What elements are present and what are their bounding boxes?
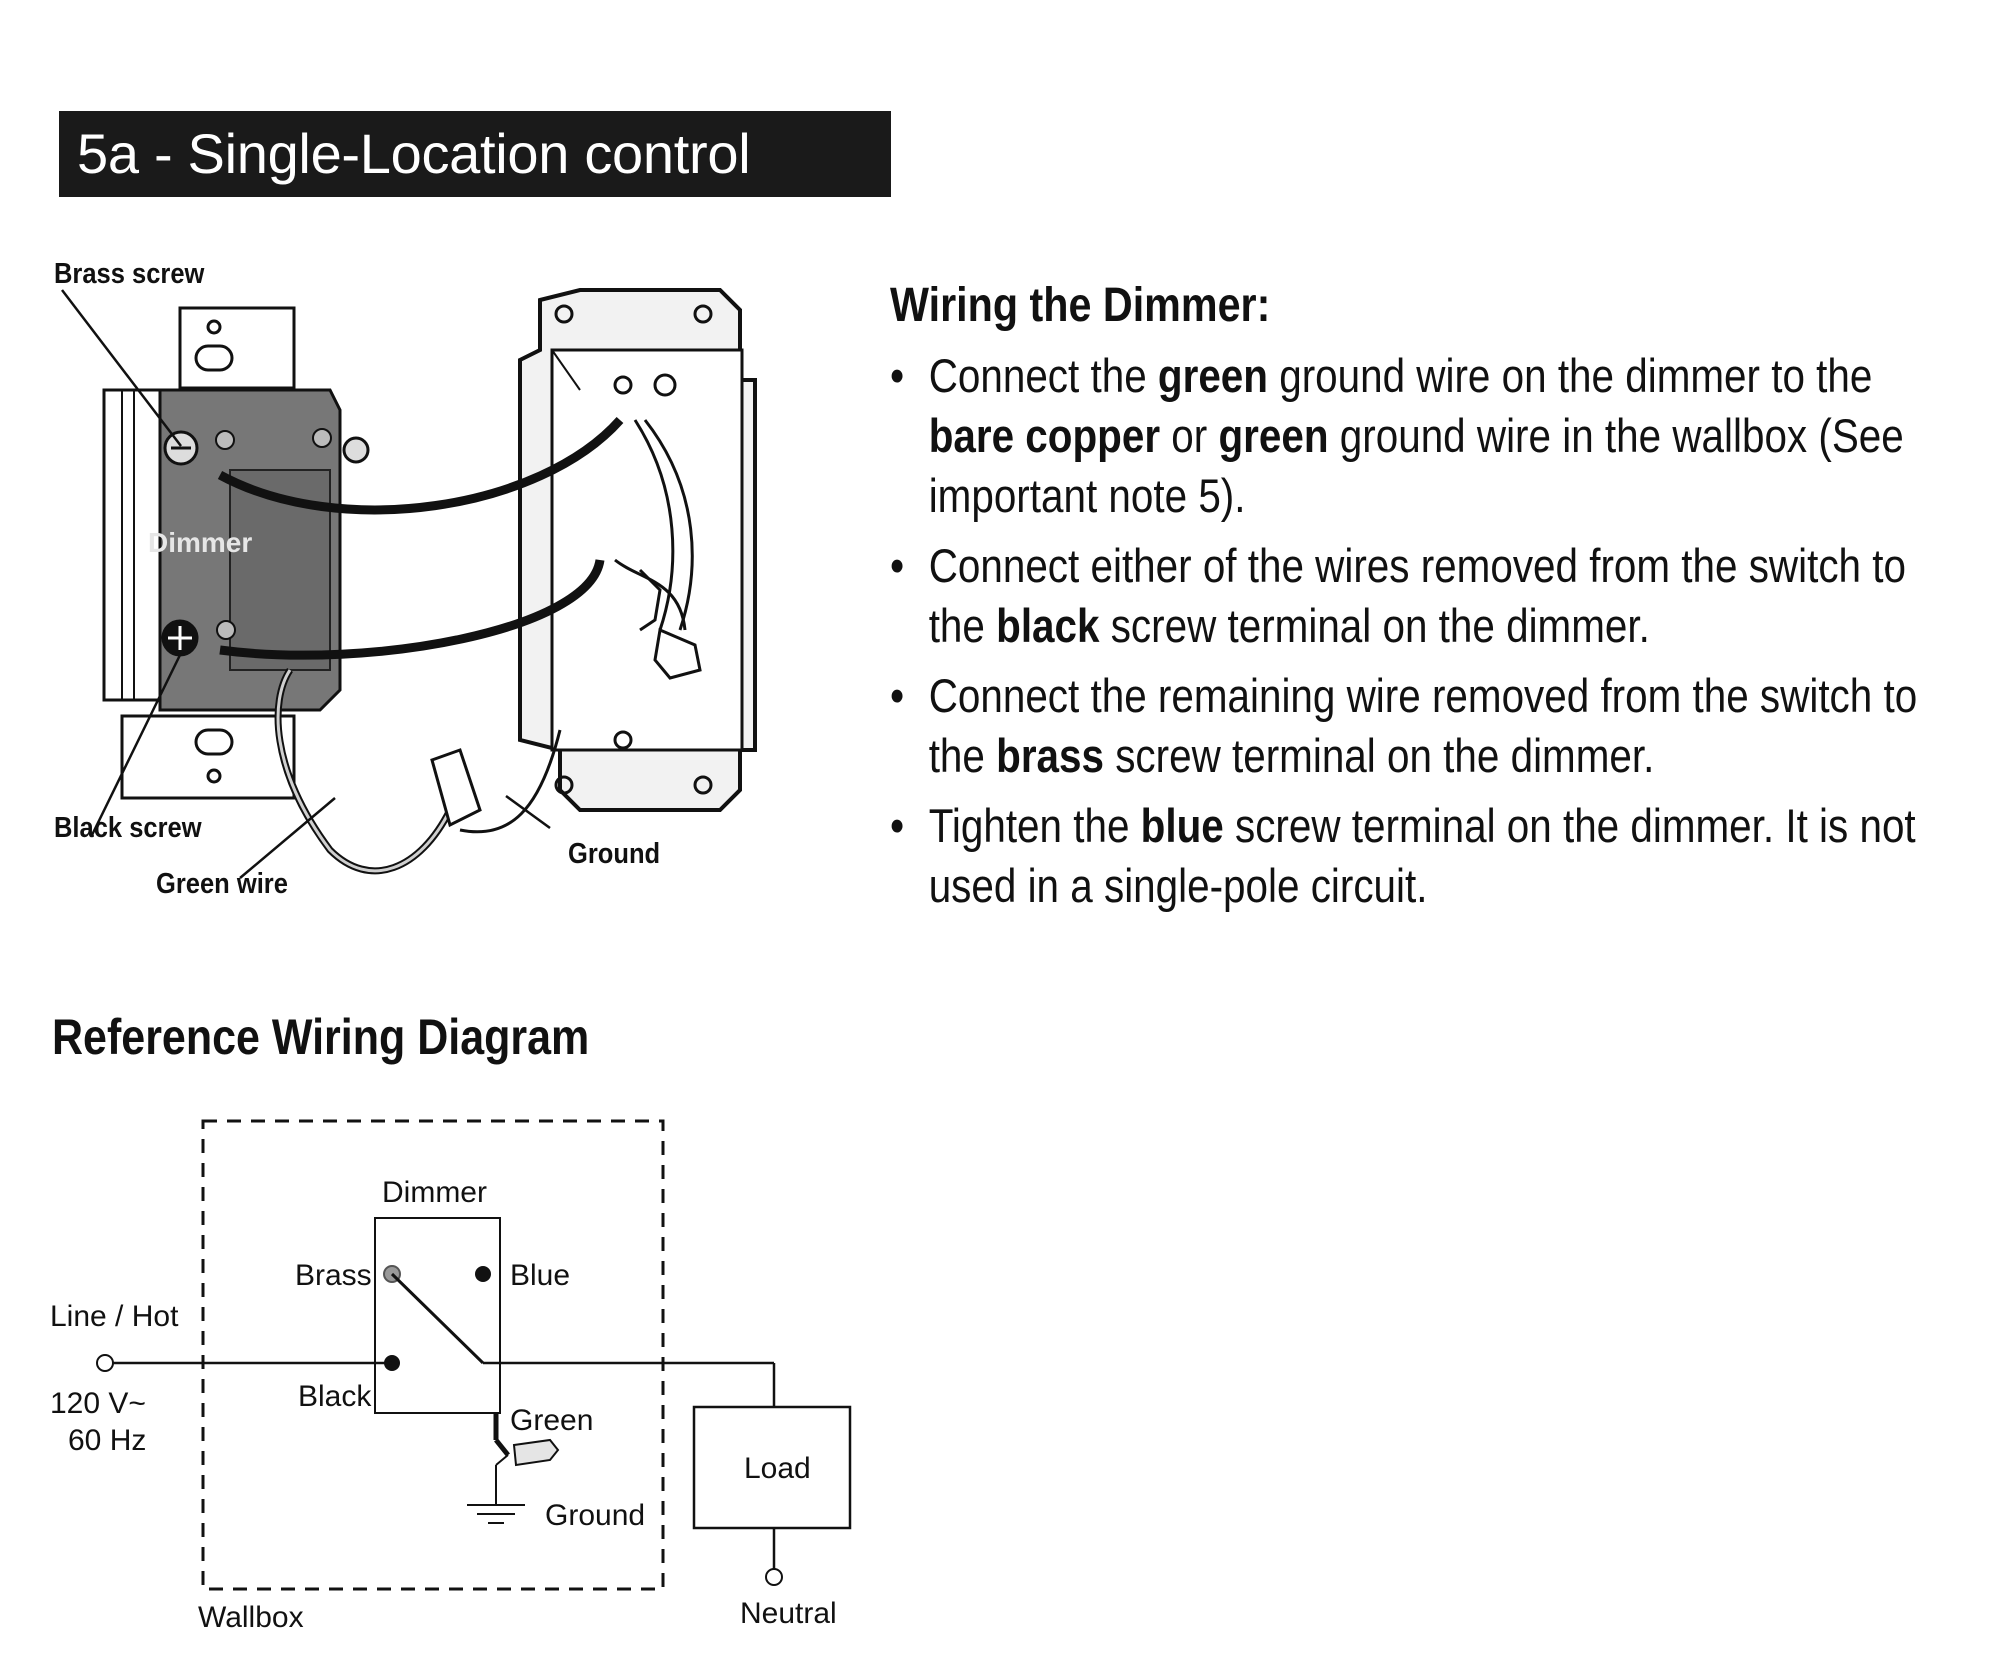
instruction-item: • Connect the green ground wire on the di… [890, 346, 1918, 526]
reference-heading: Reference Wiring Diagram [52, 1009, 590, 1065]
instruction-text: Connect the remaining wire removed from … [928, 669, 1918, 782]
dimmer-box [374, 1217, 501, 1414]
wallbox-boundary [201, 1119, 665, 1591]
black-schematic-label: Black [298, 1380, 372, 1413]
bullet-icon: • [890, 349, 905, 402]
emphasis-text: bare copper [928, 409, 1161, 462]
line-hot-label: Line / Hot [50, 1300, 179, 1333]
dimmer-schematic-label: Dimmer [382, 1176, 487, 1209]
instruction-text: or [1160, 409, 1219, 462]
emphasis-text: green [1218, 409, 1329, 462]
black-screw-callout: Black screw [54, 812, 202, 844]
instruction-text: screw terminal on the dimmer. It is not … [928, 799, 1916, 912]
instruction-item: • Tighten the blue screw terminal on the … [890, 796, 1918, 916]
section-title: 5a - Single-Location control [59, 111, 891, 197]
dimmer-label: Dimmer [148, 527, 252, 558]
ground-schematic-label: Ground [545, 1499, 645, 1532]
bullet-icon: • [890, 669, 905, 722]
bullet-icon: • [890, 539, 905, 592]
wallbox-label: Wallbox [198, 1601, 304, 1634]
dimmer-wiring-illustration: Dimmer [61, 288, 757, 879]
frequency-label: 60 Hz [68, 1424, 146, 1457]
instruction-item: • Connect the remaining wire removed from… [890, 666, 1918, 786]
wiring-instructions: Wiring the Dimmer: • Connect the green gr… [890, 276, 1980, 926]
instruction-text: Tighten the [928, 799, 1141, 852]
ground-wire-nut [430, 748, 482, 828]
instruction-text: Connect either of the wires removed from… [928, 539, 1906, 652]
neutral-terminal [765, 1568, 783, 1586]
line-black-wire [217, 417, 624, 515]
green-schematic-label: Green [510, 1404, 593, 1437]
load-label: Load [744, 1452, 811, 1485]
load-black-wire [219, 558, 605, 660]
emphasis-text: black [996, 599, 1100, 652]
reference-wiring-schematic: Dimmer Brass Blue Black Green Ground Lin… [50, 1119, 852, 1634]
emphasis-text: green [1157, 349, 1268, 402]
instruction-text: ground wire in the wallbox (See importan… [928, 409, 1904, 522]
load-box [692, 1405, 852, 1530]
instruction-text: screw terminal on the dimmer. [1103, 729, 1655, 782]
neutral-label: Neutral [740, 1597, 837, 1630]
instruction-text: ground wire on the dimmer to the [1267, 349, 1873, 402]
brass-screw-callout: Brass screw [54, 258, 205, 290]
wire-nut-icon [512, 1438, 560, 1467]
emphasis-text: brass [996, 729, 1104, 782]
instructions-heading: Wiring the Dimmer: [890, 279, 1271, 332]
brass-schematic-label: Brass [295, 1259, 372, 1292]
ground-symbol-icon [467, 1504, 525, 1524]
voltage-label: 120 V~ [50, 1387, 146, 1420]
instruction-text: Connect the [928, 349, 1158, 402]
ground-callout: Ground [568, 838, 661, 870]
emphasis-text: blue [1140, 799, 1224, 852]
instruction-text: screw terminal on the dimmer. [1099, 599, 1650, 652]
bullet-icon: • [890, 799, 905, 852]
instruction-item: • Connect either of the wires removed fro… [890, 536, 1918, 656]
green-wire-callout: Green wire [156, 868, 288, 900]
dimmer-top-strap [178, 306, 296, 390]
line-hot-terminal [96, 1354, 114, 1372]
blue-terminal [475, 1266, 491, 1282]
instruction-list: • Connect the green ground wire on the di… [890, 346, 1980, 916]
blue-screw [342, 436, 370, 464]
dimmer-bottom-strap [120, 714, 296, 800]
blue-schematic-label: Blue [510, 1259, 570, 1292]
